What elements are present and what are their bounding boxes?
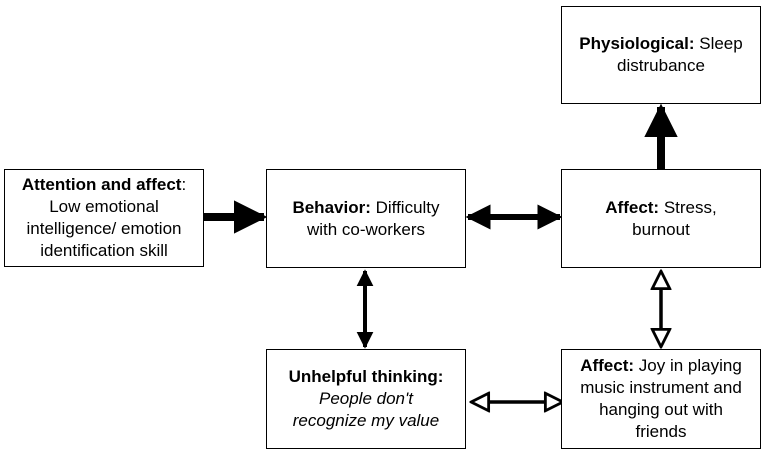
node-text-inline: Stress, xyxy=(659,197,717,217)
node-attention-and-affect: Attention and affect: Low emotional inte… xyxy=(4,169,204,267)
node-text-line: with co-workers xyxy=(306,219,426,239)
node-text-inline: Sleep xyxy=(694,34,743,53)
node-title: Attention and affect xyxy=(21,175,182,194)
node-affect-stress: Affect: Stress, burnout xyxy=(561,169,761,268)
node-text-line: distrubance xyxy=(617,56,705,75)
node-title: Physiological: xyxy=(579,34,695,53)
node-affect-joy: Affect: Joy in playing music instrument … xyxy=(561,349,761,449)
node-title-separator: : xyxy=(181,175,187,194)
node-physiological: Physiological: Sleep distrubance xyxy=(561,6,761,104)
node-title: Unhelpful thinking: xyxy=(288,367,444,386)
node-text-line: intelligence/ emotion xyxy=(26,219,182,238)
node-text-line: burnout xyxy=(632,219,690,239)
node-text-line: hanging out with xyxy=(599,400,723,419)
node-title: Behavior: xyxy=(292,197,371,217)
node-text-line: identification skill xyxy=(40,241,168,260)
node-text-inline: Joy in playing xyxy=(634,356,742,375)
node-unhelpful-thinking: Unhelpful thinking: People don't recogni… xyxy=(266,349,466,449)
node-behavior: Behavior: Difficulty with co-workers xyxy=(266,169,466,268)
node-title: Affect: xyxy=(580,356,635,375)
node-text-inline: Difficulty xyxy=(370,197,440,217)
node-title: Affect: xyxy=(605,197,660,217)
node-text-line: music instrument and xyxy=(580,378,742,397)
node-text-line: friends xyxy=(635,422,687,441)
node-text-line: People don't xyxy=(318,389,413,408)
node-text-line: Low emotional xyxy=(49,197,159,216)
node-text-line: recognize my value xyxy=(292,411,440,430)
